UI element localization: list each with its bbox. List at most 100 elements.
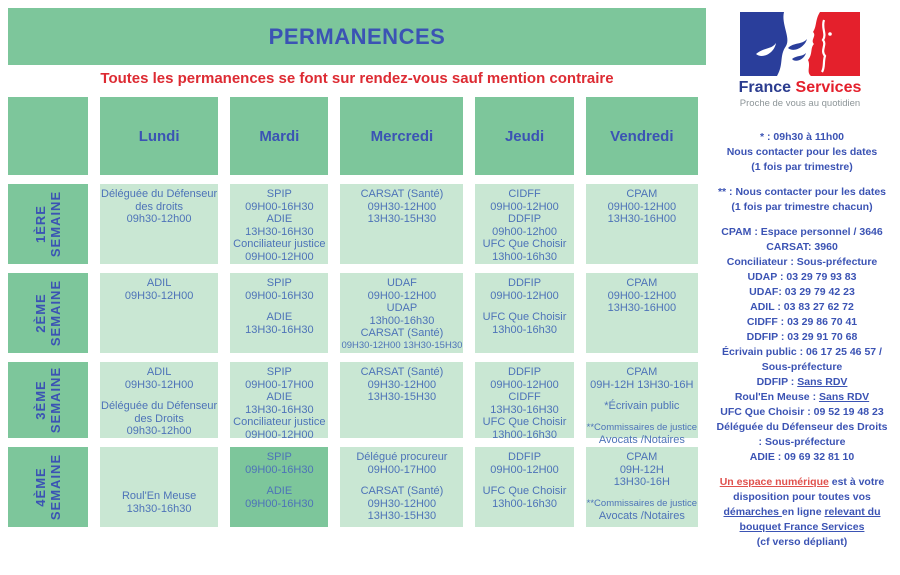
cell-line: 09H-12H 13H30-16H <box>590 378 694 391</box>
note-line: UFC Que Choisir : 09 52 19 48 23 <box>706 405 898 420</box>
cell-line: DDFIP <box>508 213 542 225</box>
note-line: Nous contacter pour les dates <box>706 145 898 160</box>
note-segment: CPAM : Espace personnel / 3646 <box>721 226 883 238</box>
day-header-jeudi: Jeudi <box>475 97 574 175</box>
cell-line: 09H00-12H00 <box>490 463 559 476</box>
note-segment: Roul'En Meuse : <box>734 391 819 403</box>
note-line: Écrivain public : 06 17 25 46 57 / <box>706 345 898 360</box>
cell-line: Déléguée du Défenseur <box>101 188 218 200</box>
day-header-lundi: Lundi <box>100 97 219 175</box>
info-sidebar: France Services Proche de vous au quotid… <box>706 0 898 575</box>
note-segment: Sous-préfecture <box>761 361 843 373</box>
note-segment: UFC Que Choisir : 09 52 19 48 23 <box>720 406 884 418</box>
cell-line: 09H30-12H00 <box>367 497 437 510</box>
note-line: UDAP : 03 29 79 93 83 <box>706 270 898 285</box>
cell-line: CARSAT (Santé) <box>360 485 444 497</box>
cell-line: 09H00-12H00 <box>367 289 437 302</box>
cell-line: 09h30-12h00 <box>126 425 192 437</box>
cell-line: UFC Que Choisir <box>482 238 567 250</box>
note-segment: (1 fois par trimestre chacun) <box>731 201 873 213</box>
cell-line: 13H30-15H30 <box>367 213 437 225</box>
cell-line: ADIE <box>266 485 293 497</box>
note-segment: Écrivain public : 06 17 25 46 57 / <box>722 346 882 358</box>
cell-line: 09H30-12H00 <box>367 378 437 391</box>
grid-corner-cell <box>8 97 88 175</box>
note-segment: ADIL : 03 83 27 62 72 <box>750 301 854 313</box>
note-line: CARSAT: 3960 <box>706 240 898 255</box>
cell-line: 09h30-12h00 <box>126 213 192 225</box>
notes-gap <box>706 215 898 225</box>
note-line: * : 09h30 à 11h00 <box>706 130 898 145</box>
note-line: ADIE : 09 69 32 81 10 <box>706 450 898 465</box>
note-segment: relevant du bouquet France Services <box>739 506 881 533</box>
cell-line: Avocats /Notaires <box>598 510 685 522</box>
cell-line: CARSAT (Santé) <box>360 327 444 339</box>
note-segment: Un espace numérique <box>719 476 829 488</box>
cell-line: 09H00-12H00 <box>607 200 677 213</box>
note-line: ADIL : 03 83 27 62 72 <box>706 300 898 315</box>
cell-line: UFC Que Choisir <box>482 311 567 323</box>
cell-line: 13H30-15H30 <box>367 391 437 403</box>
cell-line: Conciliateur justice <box>233 416 326 428</box>
cell-line: 09H00-16H30 <box>245 289 314 302</box>
cell-line: Avocats /Notaires <box>598 434 685 446</box>
day-header-mercredi: Mercredi <box>340 97 464 175</box>
cell-line: des Droits <box>134 412 184 425</box>
note-line: UDAF: 03 29 79 42 23 <box>706 285 898 300</box>
cell-line: CPAM <box>626 451 658 463</box>
note-line: Roul'En Meuse : Sans RDV <box>706 390 898 405</box>
note-segment: Déléguée du Défenseur des Droits <box>716 421 888 433</box>
cell-line: 13h00-16h30 <box>492 250 557 263</box>
appointment-notice: Toutes les permanences se font sur rende… <box>100 70 614 87</box>
cell-line: Déléguée du Défenseur <box>101 400 218 412</box>
cell-line: 09H00-12H00 <box>245 250 314 263</box>
note-line: (1 fois par trimestre chacun) <box>706 200 898 215</box>
france-services-logo: France Services Proche de vous au quotid… <box>736 12 864 109</box>
cell-line: CIDFF <box>508 188 541 200</box>
note-line: Déléguée du Défenseur des Droits <box>706 420 898 435</box>
note-line: Sous-préfecture <box>706 360 898 375</box>
cell-line: ADIL <box>146 277 172 289</box>
cell-line: 13H30-16H <box>613 476 670 488</box>
note-line: : Sous-préfecture <box>706 435 898 450</box>
cell-line: ADIE <box>266 311 293 323</box>
note-segment: CIDFF : 03 29 86 70 41 <box>746 316 858 328</box>
cell-line: des droits <box>135 200 183 213</box>
note-segment: ** : Nous contacter pour les dates <box>717 186 887 198</box>
cell-line: Conciliateur justice <box>233 238 326 250</box>
cell-line: 09H00-16H30 <box>245 497 314 510</box>
cell-line: 09H00-12H00 <box>490 200 559 213</box>
cell-line: **Commissaires de justice <box>586 421 697 433</box>
note-line: CIDFF : 03 29 86 70 41 <box>706 315 898 330</box>
week-label-line1: 4ÈME <box>32 467 48 507</box>
cell-line: 13H30-16H00 <box>607 213 677 225</box>
cell-line: Délégué procureur <box>356 451 448 463</box>
note-line: Conciliateur : Sous-préfecture <box>706 255 898 270</box>
note-segment: Sans RDV <box>797 376 848 388</box>
note-segment: est à votre disposition pour toutes vos <box>733 476 885 503</box>
note-segment: UDAF: 03 29 79 42 23 <box>749 286 855 298</box>
week-label-line1: 1ÈRE <box>32 205 48 243</box>
cell-line: 09H00-17H00 <box>367 463 437 476</box>
week-label-line2: SEMAINE <box>47 279 63 347</box>
note-segment: CARSAT: 3960 <box>766 241 838 253</box>
cell-line: CPAM <box>626 188 658 200</box>
cell-line: 13H30-16H30 <box>245 323 314 336</box>
note-segment: Conciliateur : Sous-préfecture <box>726 256 878 268</box>
cell-line: 13h00-16h30 <box>492 323 557 336</box>
note-segment: démarches <box>723 506 782 518</box>
